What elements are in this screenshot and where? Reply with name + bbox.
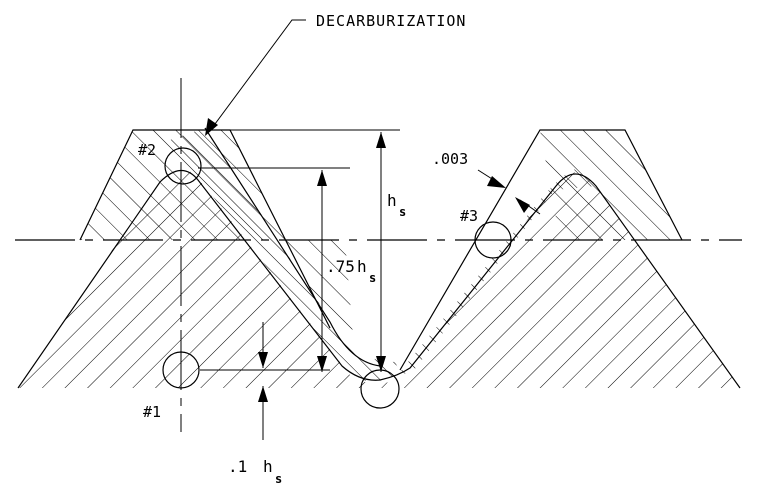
label-hs-sub: s: [399, 205, 406, 219]
label-h75-pre: .75: [326, 257, 355, 276]
thread-body: [18, 128, 740, 388]
label-hs: h: [387, 191, 397, 210]
circle-1: [162, 351, 200, 389]
decarb-leader: [211, 19, 306, 129]
inner-profile: [17, 169, 741, 389]
decarb-boundary: [204, 127, 381, 367]
circle-3: [474, 221, 512, 259]
label-depth: .003: [432, 150, 468, 168]
label-h1-pre: .1: [228, 457, 247, 476]
dimension-lines: [198, 19, 541, 440]
label-h1-sub: s: [275, 472, 282, 486]
decarburized-layer-right: [400, 168, 596, 375]
label-h75: h: [357, 257, 367, 276]
circle-2: [164, 147, 202, 185]
decarburization-label: DECARBURIZATION: [316, 12, 466, 30]
label-p1: #1: [143, 403, 161, 421]
thread-body-fill: [18, 169, 740, 388]
label-h75-sub: s: [369, 271, 376, 285]
decarburized-layer: [170, 128, 400, 382]
outer-right-flank: [399, 129, 683, 371]
label-h1: h: [263, 457, 273, 476]
left-mating-crest: [80, 130, 355, 360]
label-p3: #3: [460, 207, 478, 225]
label-p2: #2: [138, 141, 156, 159]
circle-root: [360, 369, 400, 409]
